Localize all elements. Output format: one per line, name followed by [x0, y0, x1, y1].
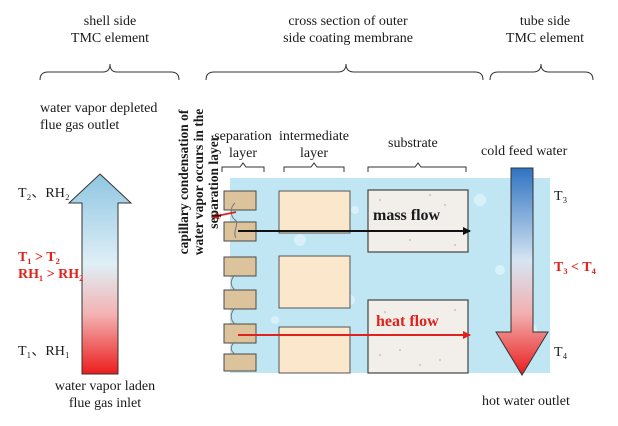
- separation-wavy-edge: [230, 202, 238, 239]
- shell-arrow: [67, 173, 133, 375]
- rh-condition-label: RH₁ > RH₂: [18, 267, 84, 282]
- t2-rh2-label: T₂、RH₂: [18, 186, 70, 201]
- brace-separation: [221, 162, 265, 172]
- condensation-arrow: [211, 211, 237, 220]
- brace-substrate: [367, 162, 467, 172]
- brace-cross-section: [205, 63, 484, 81]
- t1-rh1-label: T₁、RH₁: [18, 344, 70, 359]
- brace-tube: [489, 63, 594, 81]
- substrate-texture: [379, 194, 456, 366]
- separation-layer: [223, 190, 257, 372]
- brace-intermediate: [283, 162, 345, 172]
- hot-water-outlet-label: hot water outlet: [482, 394, 570, 409]
- tube-arrow: [495, 167, 549, 376]
- cold-feed-water-label: cold feed water: [481, 144, 568, 159]
- mass-flow-label: mass flow: [373, 207, 441, 224]
- brace-shell: [39, 63, 180, 81]
- t-condition-label: T₁ > T₂: [18, 250, 60, 265]
- intermediate-layer: [278, 190, 351, 374]
- heat-flow-label: heat flow: [376, 313, 439, 330]
- t3-label: T₃: [554, 189, 568, 204]
- substrate-label: substrate: [388, 136, 438, 151]
- t3-t4-condition-label: T₃ < T₄: [554, 260, 596, 275]
- t4-label: T₄: [554, 345, 568, 360]
